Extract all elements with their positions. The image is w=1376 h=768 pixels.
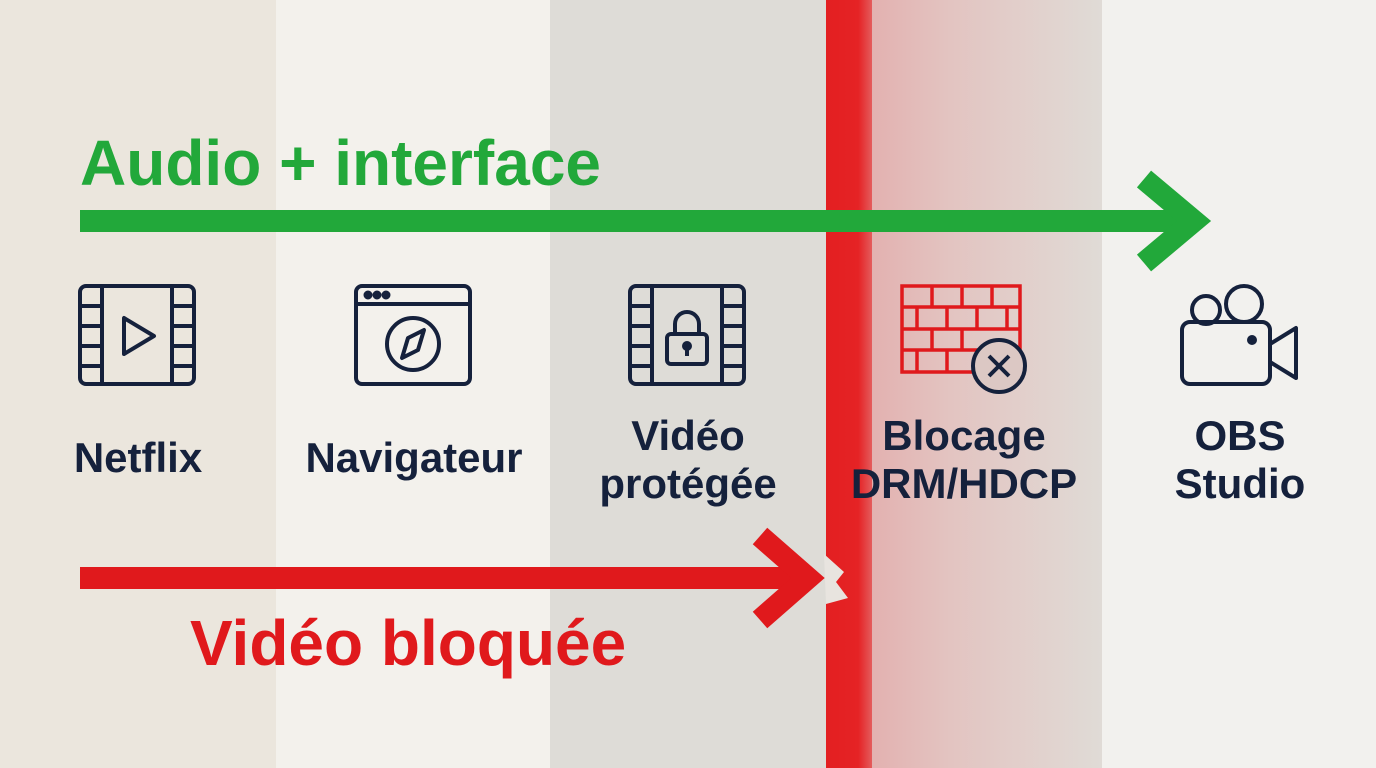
node-label-video-protegee-line1: Vidéo	[631, 412, 745, 459]
video-camera-icon	[1180, 284, 1298, 386]
node-label-drm: Blocage DRM/HDCP	[826, 412, 1102, 508]
node-label-video-protegee-line2: protégée	[599, 460, 777, 507]
impact-crack	[824, 554, 848, 604]
browser-compass-icon	[354, 284, 472, 386]
node-label-obs: OBS Studio	[1102, 412, 1376, 508]
node-label-navigateur: Navigateur	[276, 434, 552, 482]
node-label-drm-line1: Blocage	[882, 412, 1046, 459]
film-lock-icon	[628, 284, 746, 386]
drm-barrier	[826, 0, 872, 768]
audio-interface-arrow	[80, 170, 1212, 272]
node-label-obs-line2: Studio	[1174, 460, 1306, 507]
film-play-icon	[78, 284, 196, 386]
node-label-netflix: Netflix	[0, 434, 276, 482]
node-label-netflix-line: Netflix	[73, 434, 203, 481]
node-label-obs-line1: OBS	[1194, 412, 1286, 459]
brick-wall-block-icon	[900, 284, 1027, 394]
node-label-navigateur-line: Navigateur	[305, 434, 523, 481]
video-blocked-arrow	[80, 527, 848, 629]
video-blocked-label: Vidéo bloquée	[190, 607, 627, 679]
node-label-video-protegee: Vidéo protégée	[550, 412, 826, 508]
audio-interface-label: Audio + interface	[80, 127, 601, 199]
column-drm-background	[826, 0, 1102, 768]
node-label-drm-line2: DRM/HDCP	[850, 460, 1078, 507]
